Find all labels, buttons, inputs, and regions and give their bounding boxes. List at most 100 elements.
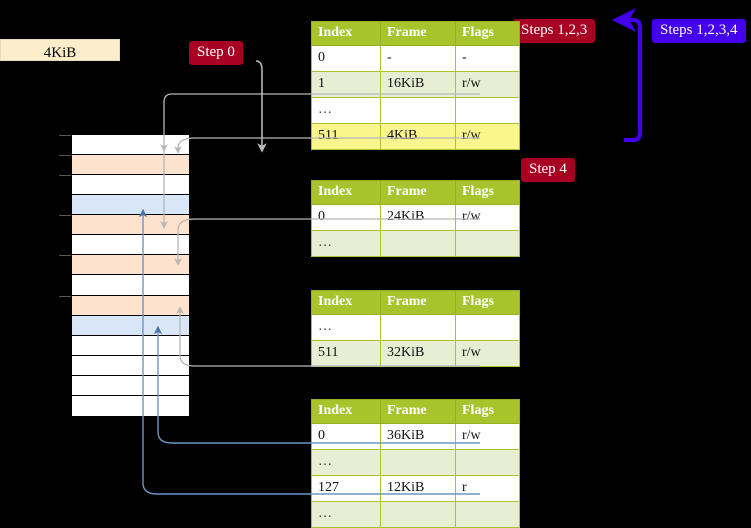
memory-frame-plain[interactable] — [72, 335, 189, 356]
cell-index: 0 — [311, 423, 381, 450]
cell-index: 0 — [311, 204, 381, 231]
cell-index: … — [311, 97, 381, 124]
cell-index: 0 — [311, 45, 381, 72]
cell-index: 1 — [311, 71, 381, 98]
cell-flags: - — [455, 45, 520, 72]
memory-tick-mark — [59, 175, 71, 177]
table-row[interactable]: … — [311, 97, 520, 124]
cell-flags — [455, 314, 520, 341]
column-header-frame: Frame — [380, 180, 456, 205]
memory-frame-plain[interactable] — [72, 275, 189, 296]
cell-flags — [455, 230, 520, 257]
memory-frame-plain[interactable] — [72, 235, 189, 256]
memory-frame-orange[interactable] — [72, 295, 189, 316]
cell-frame — [380, 501, 456, 528]
step-4-badge: Step 4 — [521, 158, 575, 182]
cell-frame: 36KiB — [380, 423, 456, 450]
steps-1234-label: Steps 1,2,3,4 — [660, 22, 738, 38]
cell-index: … — [311, 449, 381, 476]
cell-index: … — [311, 501, 381, 528]
memory-frame-orange[interactable] — [72, 255, 189, 276]
table-row[interactable]: … — [311, 449, 520, 476]
column-header-flags: Flags — [455, 399, 520, 424]
memory-frame-plain[interactable] — [72, 135, 189, 156]
column-header-flags: Flags — [455, 180, 520, 205]
cell-flags: r/w — [455, 423, 520, 450]
cell-flags: r/w — [455, 123, 520, 150]
cell-frame: 24KiB — [380, 204, 456, 231]
cell-index: 511 — [311, 340, 381, 367]
cell-flags — [455, 501, 520, 528]
cell-frame — [380, 314, 456, 341]
memory-frame-blue[interactable] — [72, 195, 189, 216]
table-row[interactable]: … — [311, 230, 520, 257]
cell-flags — [455, 97, 520, 124]
step-0-label: Step 0 — [197, 44, 235, 60]
column-header-frame: Frame — [380, 290, 456, 315]
frame-size-box: 4KiB — [0, 39, 120, 61]
cell-frame — [380, 97, 456, 124]
column-header-index: Index — [311, 21, 381, 46]
memory-tick-mark — [59, 155, 71, 157]
cell-flags: r/w — [455, 340, 520, 367]
steps-123-badge: Steps 1,2,3 — [513, 19, 596, 43]
physical-memory-column — [59, 134, 190, 416]
column-header-flags: Flags — [455, 21, 520, 46]
column-header-index: Index — [311, 180, 381, 205]
cell-flags: r/w — [455, 204, 520, 231]
steps-1234-badge: Steps 1,2,3,4 — [652, 19, 746, 43]
table-row[interactable]: … — [311, 501, 520, 528]
cell-flags — [455, 449, 520, 476]
memory-tick-mark — [59, 295, 71, 297]
table-row[interactable]: … — [311, 314, 520, 341]
cell-flags: r — [455, 475, 520, 502]
cell-frame: 4KiB — [380, 123, 456, 150]
memory-tick-mark — [59, 215, 71, 217]
arrow-steps-1234 — [612, 8, 642, 142]
wire-4kib-to-memory — [255, 60, 267, 153]
step-4-label: Step 4 — [529, 161, 567, 177]
column-header-frame: Frame — [380, 399, 456, 424]
memory-frame-orange[interactable] — [72, 215, 189, 236]
step-0-badge: Step 0 — [189, 41, 243, 65]
table-row[interactable]: 0-- — [311, 45, 520, 72]
cell-flags: r/w — [455, 71, 520, 98]
cell-frame: 12KiB — [380, 475, 456, 502]
memory-tick-mark — [59, 255, 71, 257]
cell-frame: 16KiB — [380, 71, 456, 98]
memory-frame-plain[interactable] — [72, 355, 189, 376]
memory-frame-plain[interactable] — [72, 395, 189, 416]
memory-tick-mark — [59, 135, 71, 136]
column-header-index: Index — [311, 399, 381, 424]
cell-frame: - — [380, 45, 456, 72]
column-header-flags: Flags — [455, 290, 520, 315]
cell-index: 511 — [311, 123, 381, 150]
cell-index: … — [311, 230, 381, 257]
cell-frame: 32KiB — [380, 340, 456, 367]
steps-123-label: Steps 1,2,3 — [521, 22, 588, 38]
column-header-frame: Frame — [380, 21, 456, 46]
frame-size-label: 4KiB — [43, 45, 77, 61]
column-header-index: Index — [311, 290, 381, 315]
memory-frame-blue[interactable] — [72, 315, 189, 336]
cell-index: … — [311, 314, 381, 341]
memory-frame-orange[interactable] — [72, 155, 189, 176]
cell-index: 127 — [311, 475, 381, 502]
memory-frame-plain[interactable] — [72, 175, 189, 196]
memory-frame-plain[interactable] — [72, 375, 189, 396]
cell-frame — [380, 449, 456, 476]
